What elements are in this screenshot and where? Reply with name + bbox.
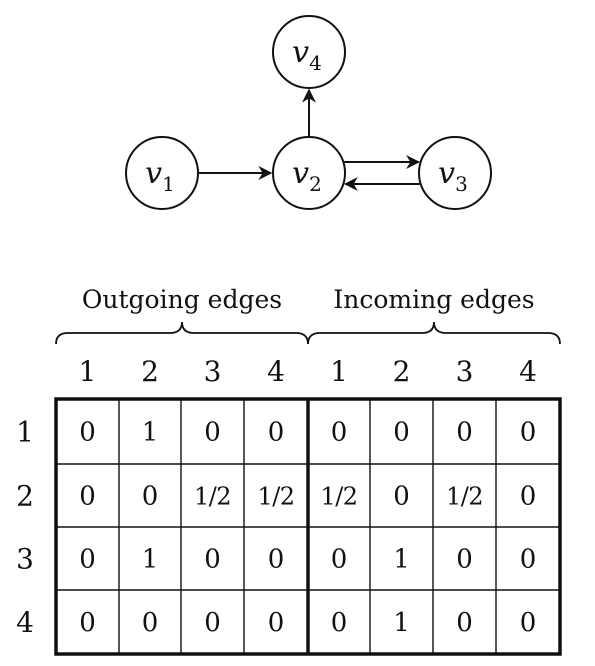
table-cell: 0	[331, 608, 348, 638]
table-cell: 0	[142, 608, 159, 638]
table-cell: 0	[331, 545, 348, 575]
table-cell: 0	[393, 418, 410, 448]
table-cell: 0	[79, 545, 96, 575]
node-v1: v1	[125, 136, 199, 210]
table-cell: 0	[142, 482, 159, 512]
column-label: 1	[79, 355, 97, 388]
node-circle	[272, 136, 346, 210]
table-cell: 0	[456, 545, 473, 575]
group-label-incoming: Incoming edges	[333, 285, 534, 314]
table-cell: 0	[79, 608, 96, 638]
node-label: v4	[292, 35, 322, 75]
table-cell: 0	[79, 482, 96, 512]
row-label: 1	[16, 416, 34, 449]
node-v3: v3	[418, 136, 492, 210]
table-cell: 1	[393, 608, 410, 638]
table-cell: 0	[204, 418, 221, 448]
table-cell: 0	[79, 418, 96, 448]
edge-table: Outgoing edges Incoming edges 1 2 3 4 1 2 3 4 1 2 3 4…	[16, 285, 562, 656]
table-cell: 0	[268, 545, 285, 575]
table-cell: 0	[520, 482, 537, 512]
node-label: v2	[292, 156, 322, 196]
table-cell: 1/2	[194, 483, 231, 511]
column-label: 4	[519, 355, 537, 388]
group-label-outgoing: Outgoing edges	[82, 285, 282, 314]
column-label: 2	[141, 355, 159, 388]
brace-outgoing	[55, 321, 309, 345]
table-cell: 0	[520, 418, 537, 448]
table-cell: 0	[520, 608, 537, 638]
column-label: 1	[330, 355, 348, 388]
column-label: 4	[267, 355, 285, 388]
node-v4: v4	[272, 15, 346, 89]
table-cell: 0	[268, 418, 285, 448]
row-label: 2	[16, 480, 34, 513]
table-cell: 0	[456, 608, 473, 638]
directed-graph: v1 v2 v3 v4	[125, 15, 492, 210]
table-cell: 1	[393, 545, 410, 575]
column-label: 3	[456, 355, 474, 388]
node-label: v1	[145, 156, 175, 196]
brace-incoming	[307, 321, 561, 345]
node-circle	[272, 15, 346, 89]
table-cell: 1/2	[446, 483, 483, 511]
table-cell: 1	[142, 545, 159, 575]
table-cell: 0	[520, 545, 537, 575]
table-cell: 1/2	[320, 483, 357, 511]
table-cell: 1	[142, 418, 159, 448]
node-circle	[125, 136, 199, 210]
column-label: 2	[393, 355, 411, 388]
node-label: v3	[438, 156, 468, 196]
table-cell: 1/2	[257, 483, 294, 511]
table-cell: 0	[393, 482, 410, 512]
row-label: 3	[16, 543, 34, 576]
table-cell: 0	[331, 418, 348, 448]
table-cell: 0	[456, 418, 473, 448]
column-label: 3	[204, 355, 222, 388]
row-label: 4	[16, 606, 34, 639]
table-cell: 0	[204, 545, 221, 575]
table-cell: 0	[204, 608, 221, 638]
node-v2: v2	[272, 136, 346, 210]
table-cell: 0	[268, 608, 285, 638]
node-circle	[418, 136, 492, 210]
